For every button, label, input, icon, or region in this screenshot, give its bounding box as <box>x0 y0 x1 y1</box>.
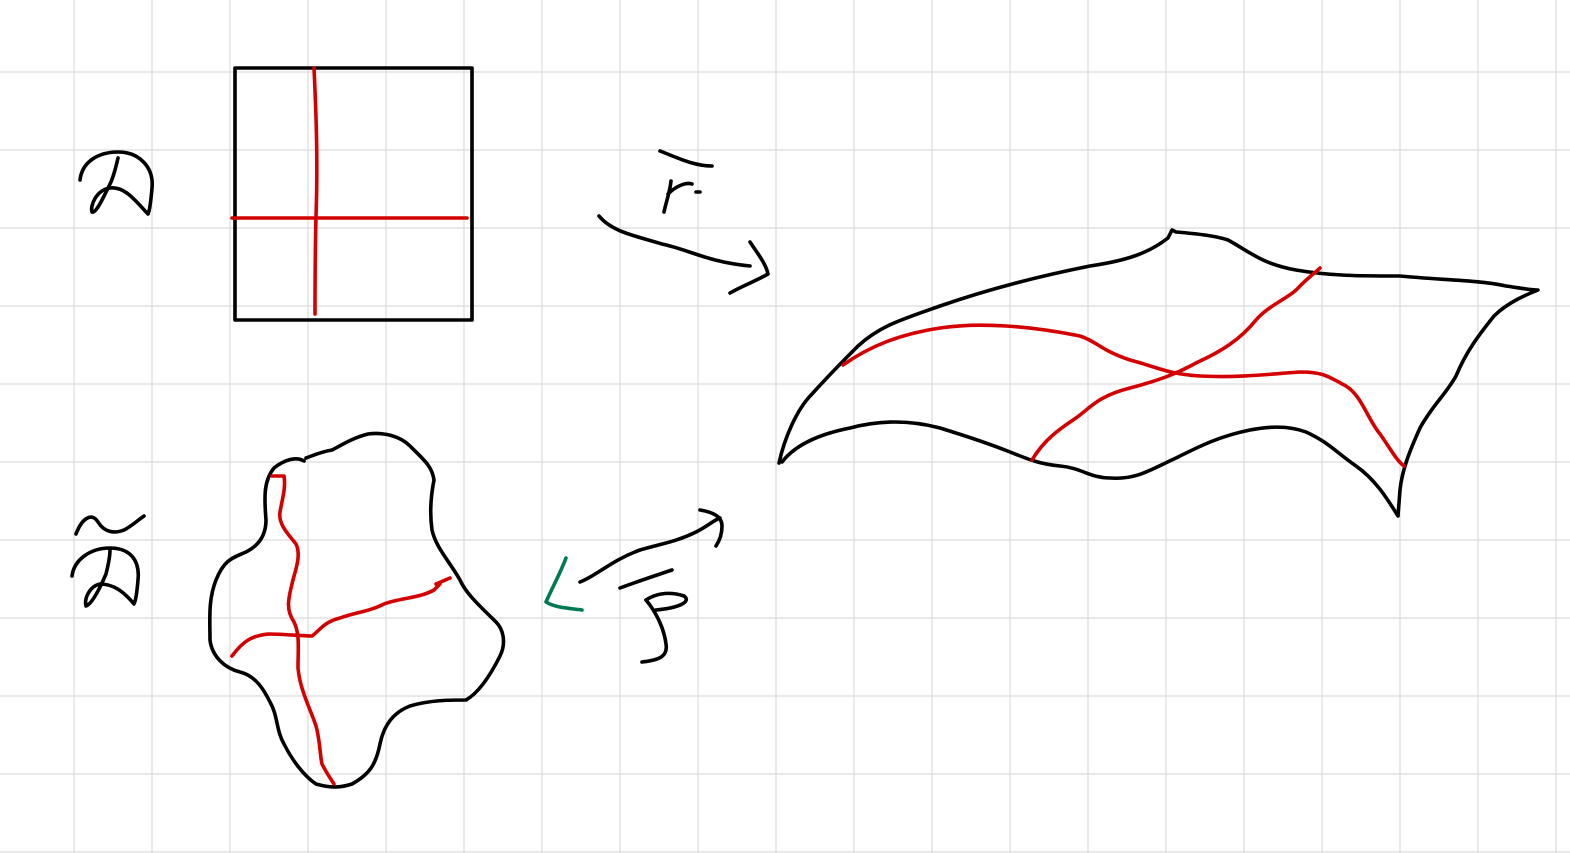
map-p-arrow <box>578 508 724 664</box>
blob-horizontal-red-curve <box>230 576 452 658</box>
green-l-mark <box>544 556 584 612</box>
mapped-surface <box>777 228 1540 518</box>
domain-d-tilde-label <box>70 514 146 608</box>
map-r-arrow <box>597 149 770 295</box>
surface-outline <box>777 228 1540 518</box>
blob-domain <box>207 431 506 789</box>
blob-vertical-red-curve <box>270 474 336 786</box>
domain-d-label <box>78 150 154 216</box>
square-vertical-red-curve <box>312 66 319 316</box>
surface-red-curve-vertical <box>1030 266 1322 462</box>
surface-red-curve-horizontal <box>841 323 1406 468</box>
square-domain <box>230 66 474 322</box>
blob-outline <box>207 431 506 789</box>
